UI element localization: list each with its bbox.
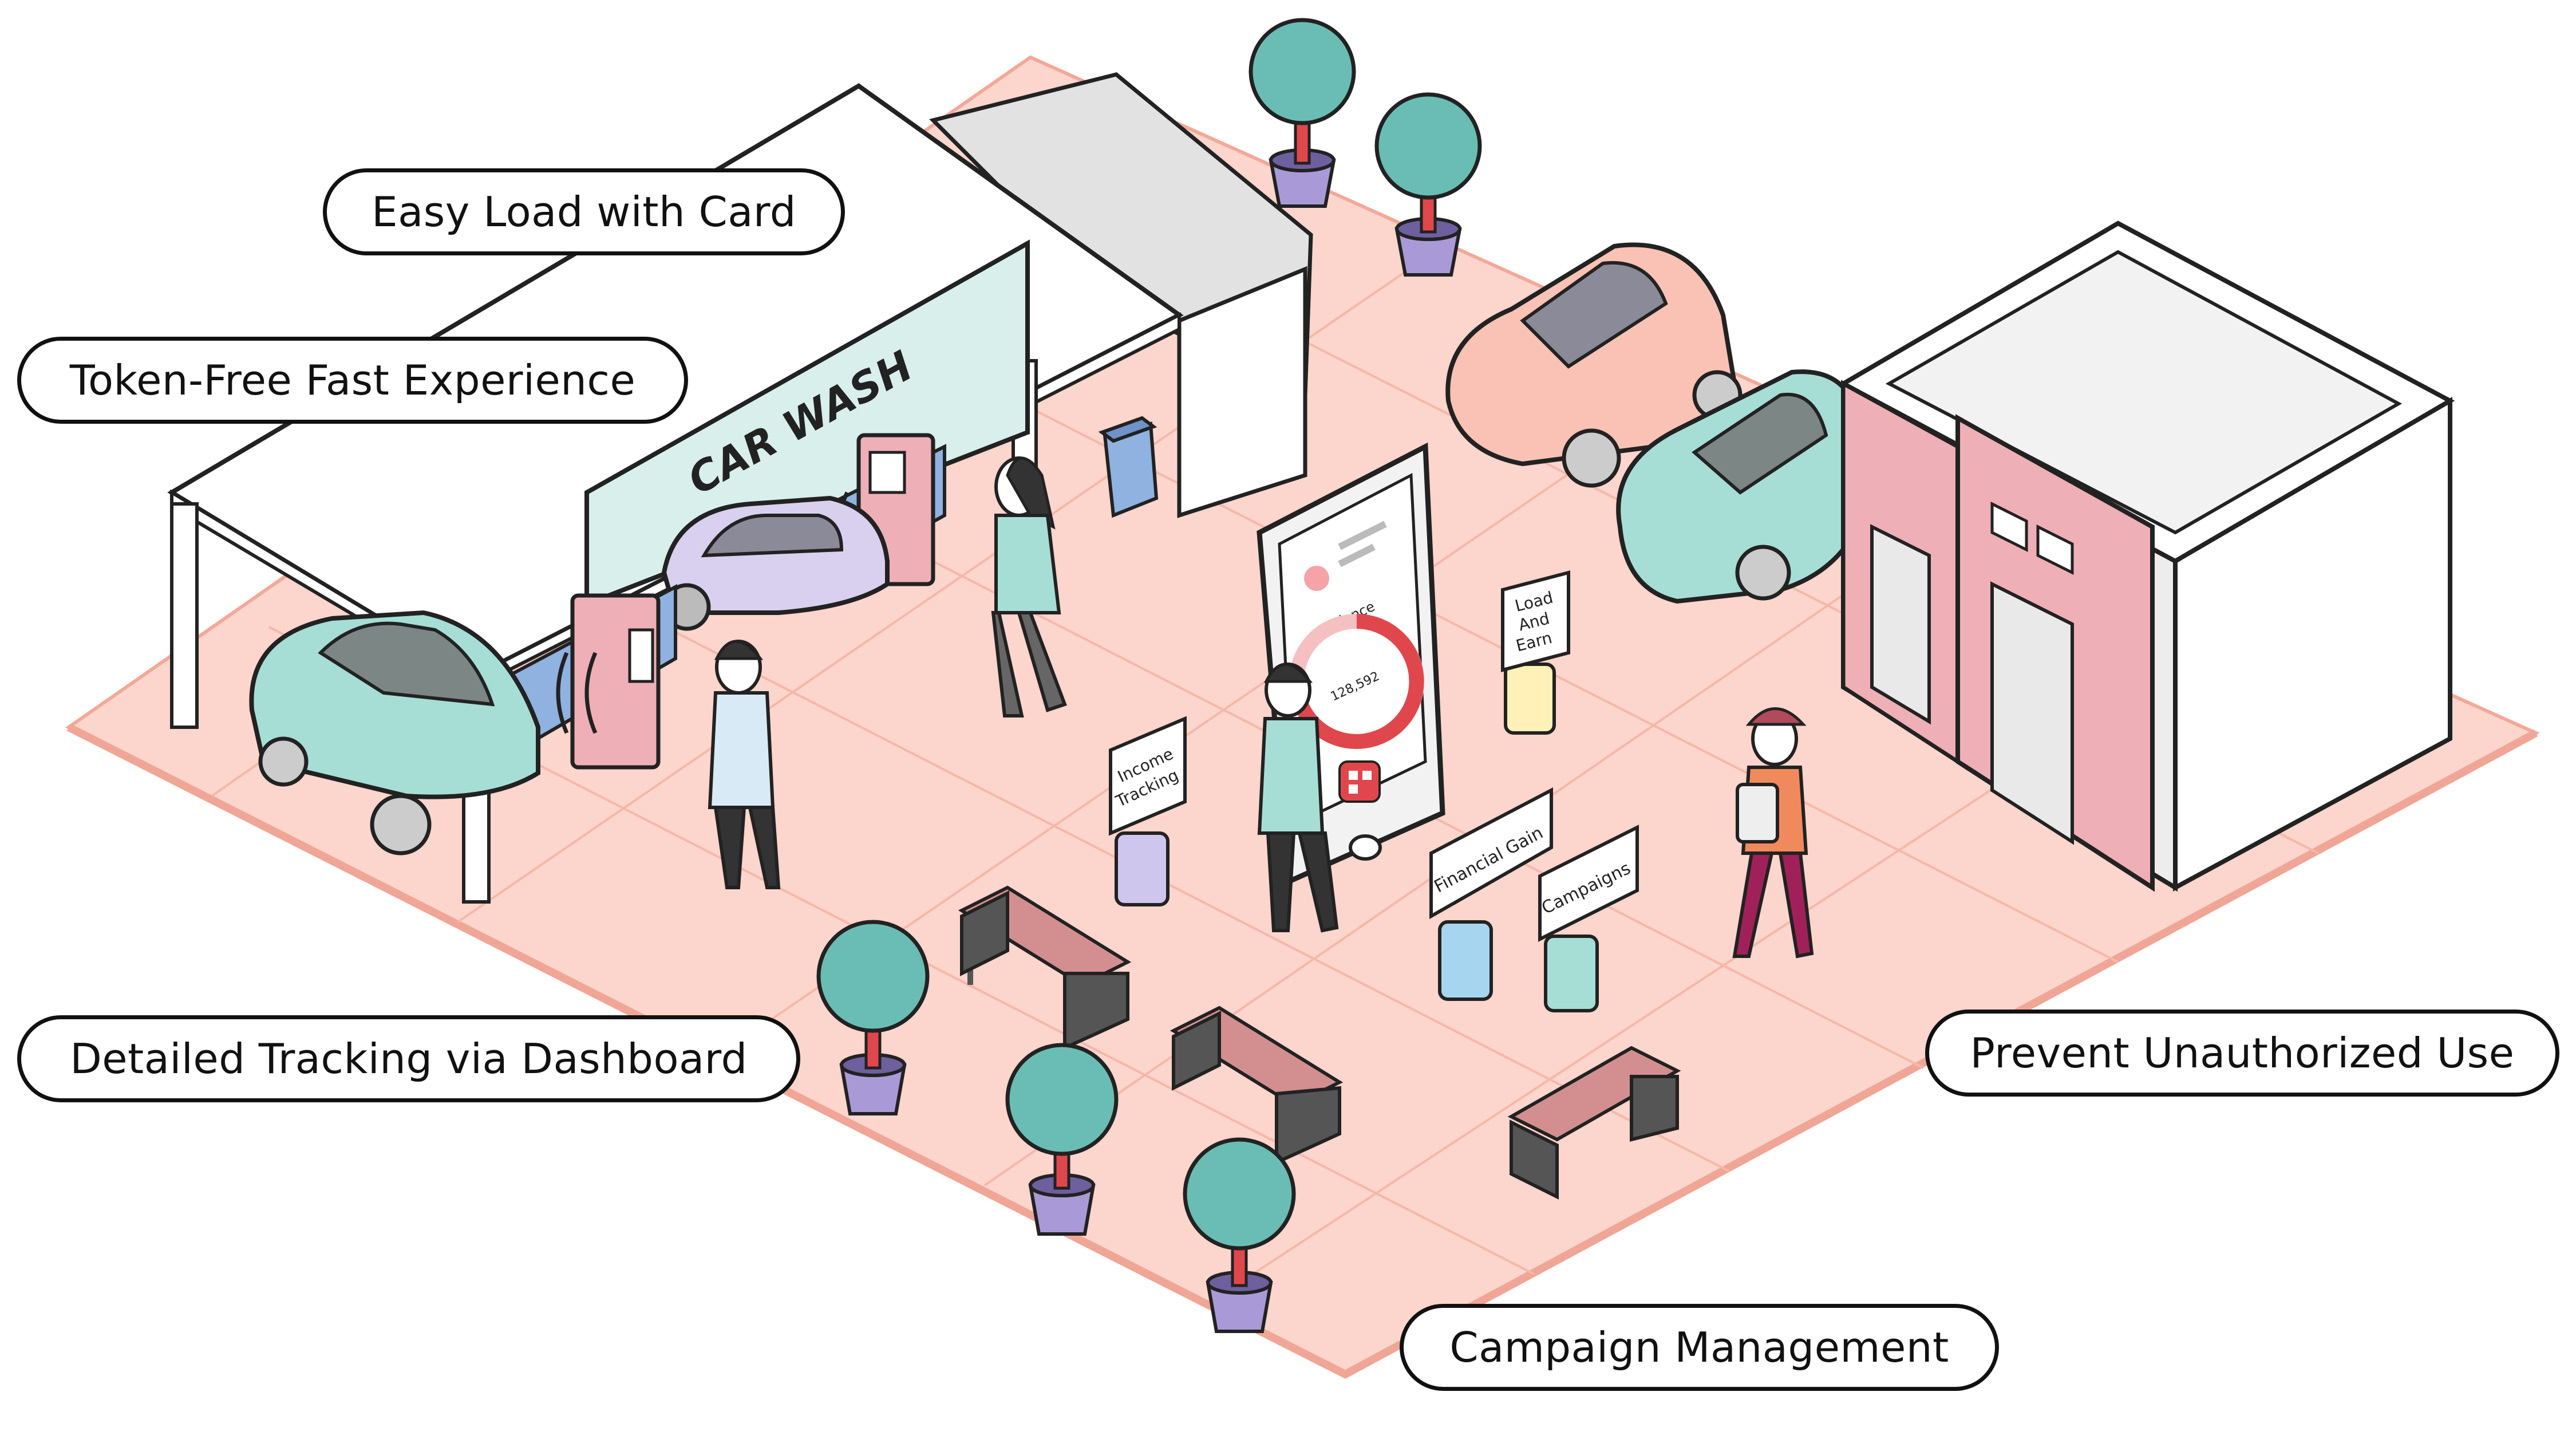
car-icon <box>249 610 540 855</box>
tree-icon <box>1183 1137 1296 1333</box>
tree-icon <box>1005 1043 1119 1236</box>
sign-income-tracking: Income Tracking <box>1109 716 1187 906</box>
bench-icon <box>958 885 1132 1051</box>
callout-easy-load: Easy Load with Card <box>323 168 845 255</box>
bench-icon <box>1507 1046 1681 1200</box>
tree-icon <box>816 920 930 1115</box>
callout-token-free: Token-Free Fast Experience <box>17 337 688 424</box>
car-icon <box>1445 242 1743 488</box>
trash-bin-icon <box>1098 416 1159 518</box>
fuel-pump-icon <box>496 584 677 770</box>
tree-icon <box>1374 92 1482 277</box>
person-icon <box>991 456 1067 717</box>
person-icon <box>1732 707 1814 959</box>
callout-prevent-unauthorized: Prevent Unauthorized Use <box>1925 1010 2559 1097</box>
sign-load-and-earn: Load And Earn <box>1501 570 1570 735</box>
person-icon <box>708 640 781 889</box>
tree-icon <box>1249 18 1356 208</box>
car-icon <box>661 495 890 631</box>
callout-detailed-tracking: Detailed Tracking via Dashboard <box>17 1015 800 1102</box>
person-icon <box>1257 663 1339 933</box>
bench-icon <box>1170 1006 1344 1165</box>
office-building <box>1838 220 2455 892</box>
qr-code-icon <box>1338 760 1381 803</box>
callout-campaign-management: Campaign Management <box>1400 1304 1999 1391</box>
